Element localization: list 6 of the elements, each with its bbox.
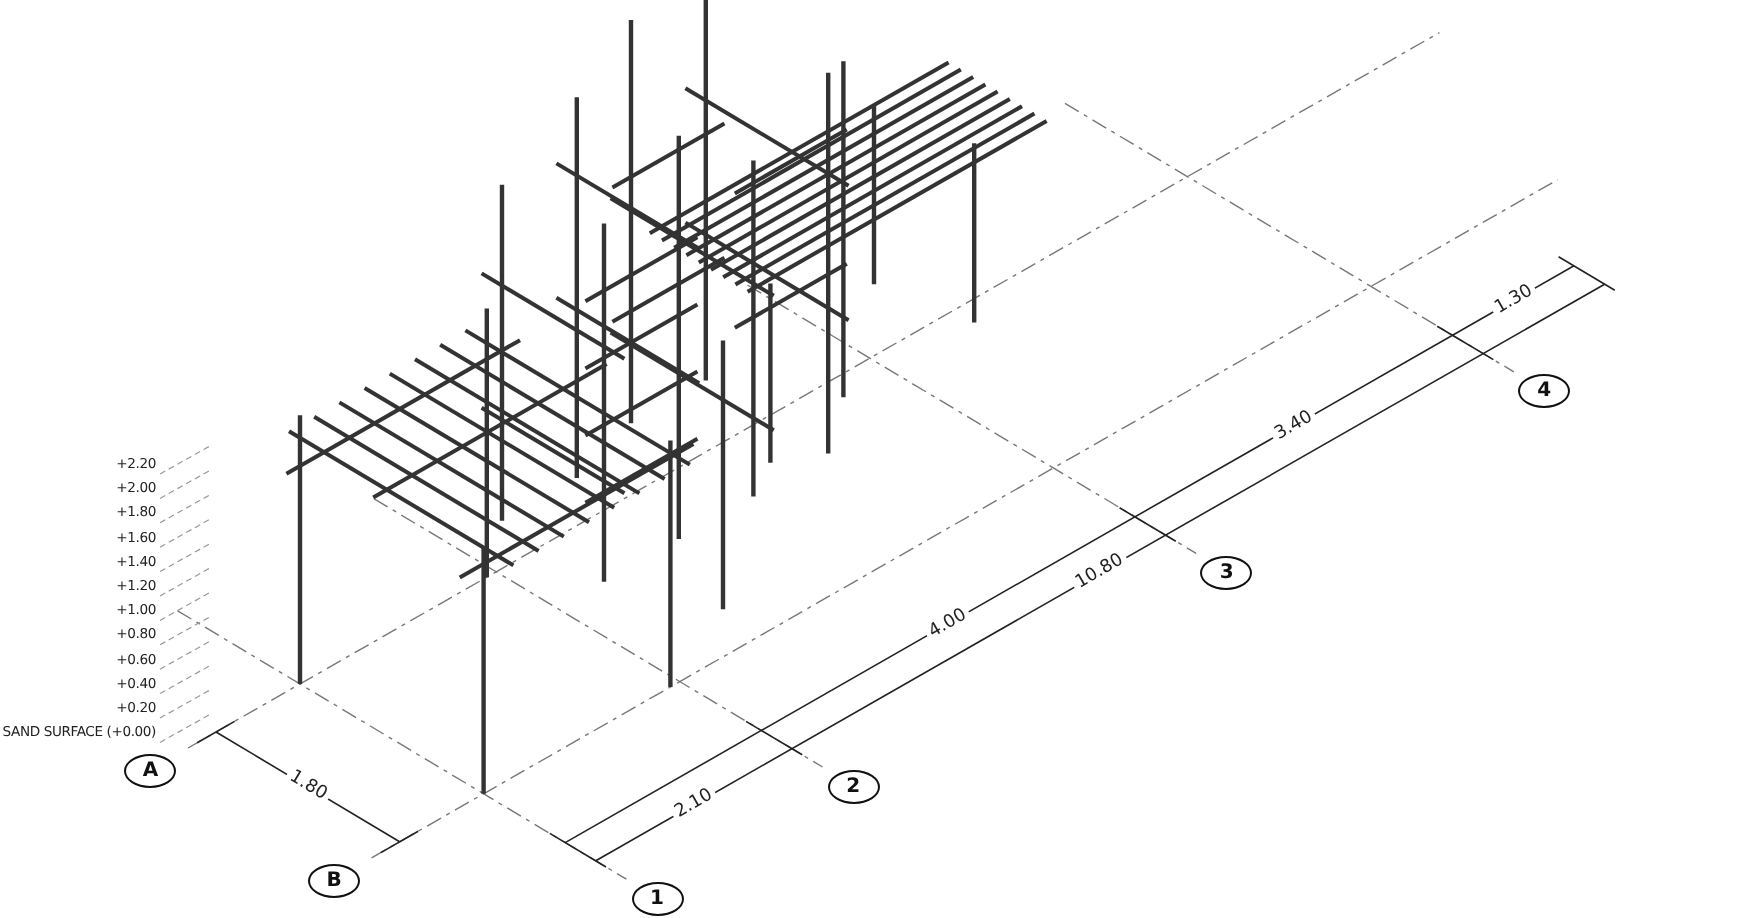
grid-bubble: 4 [1518,374,1571,409]
grid-bubble: B [308,863,361,898]
grid-bubble: A [124,753,177,788]
grid-bubble: 2 [827,769,880,804]
grid-bubble: 1 [631,881,683,916]
grid-bubble: 3 [1200,555,1253,590]
